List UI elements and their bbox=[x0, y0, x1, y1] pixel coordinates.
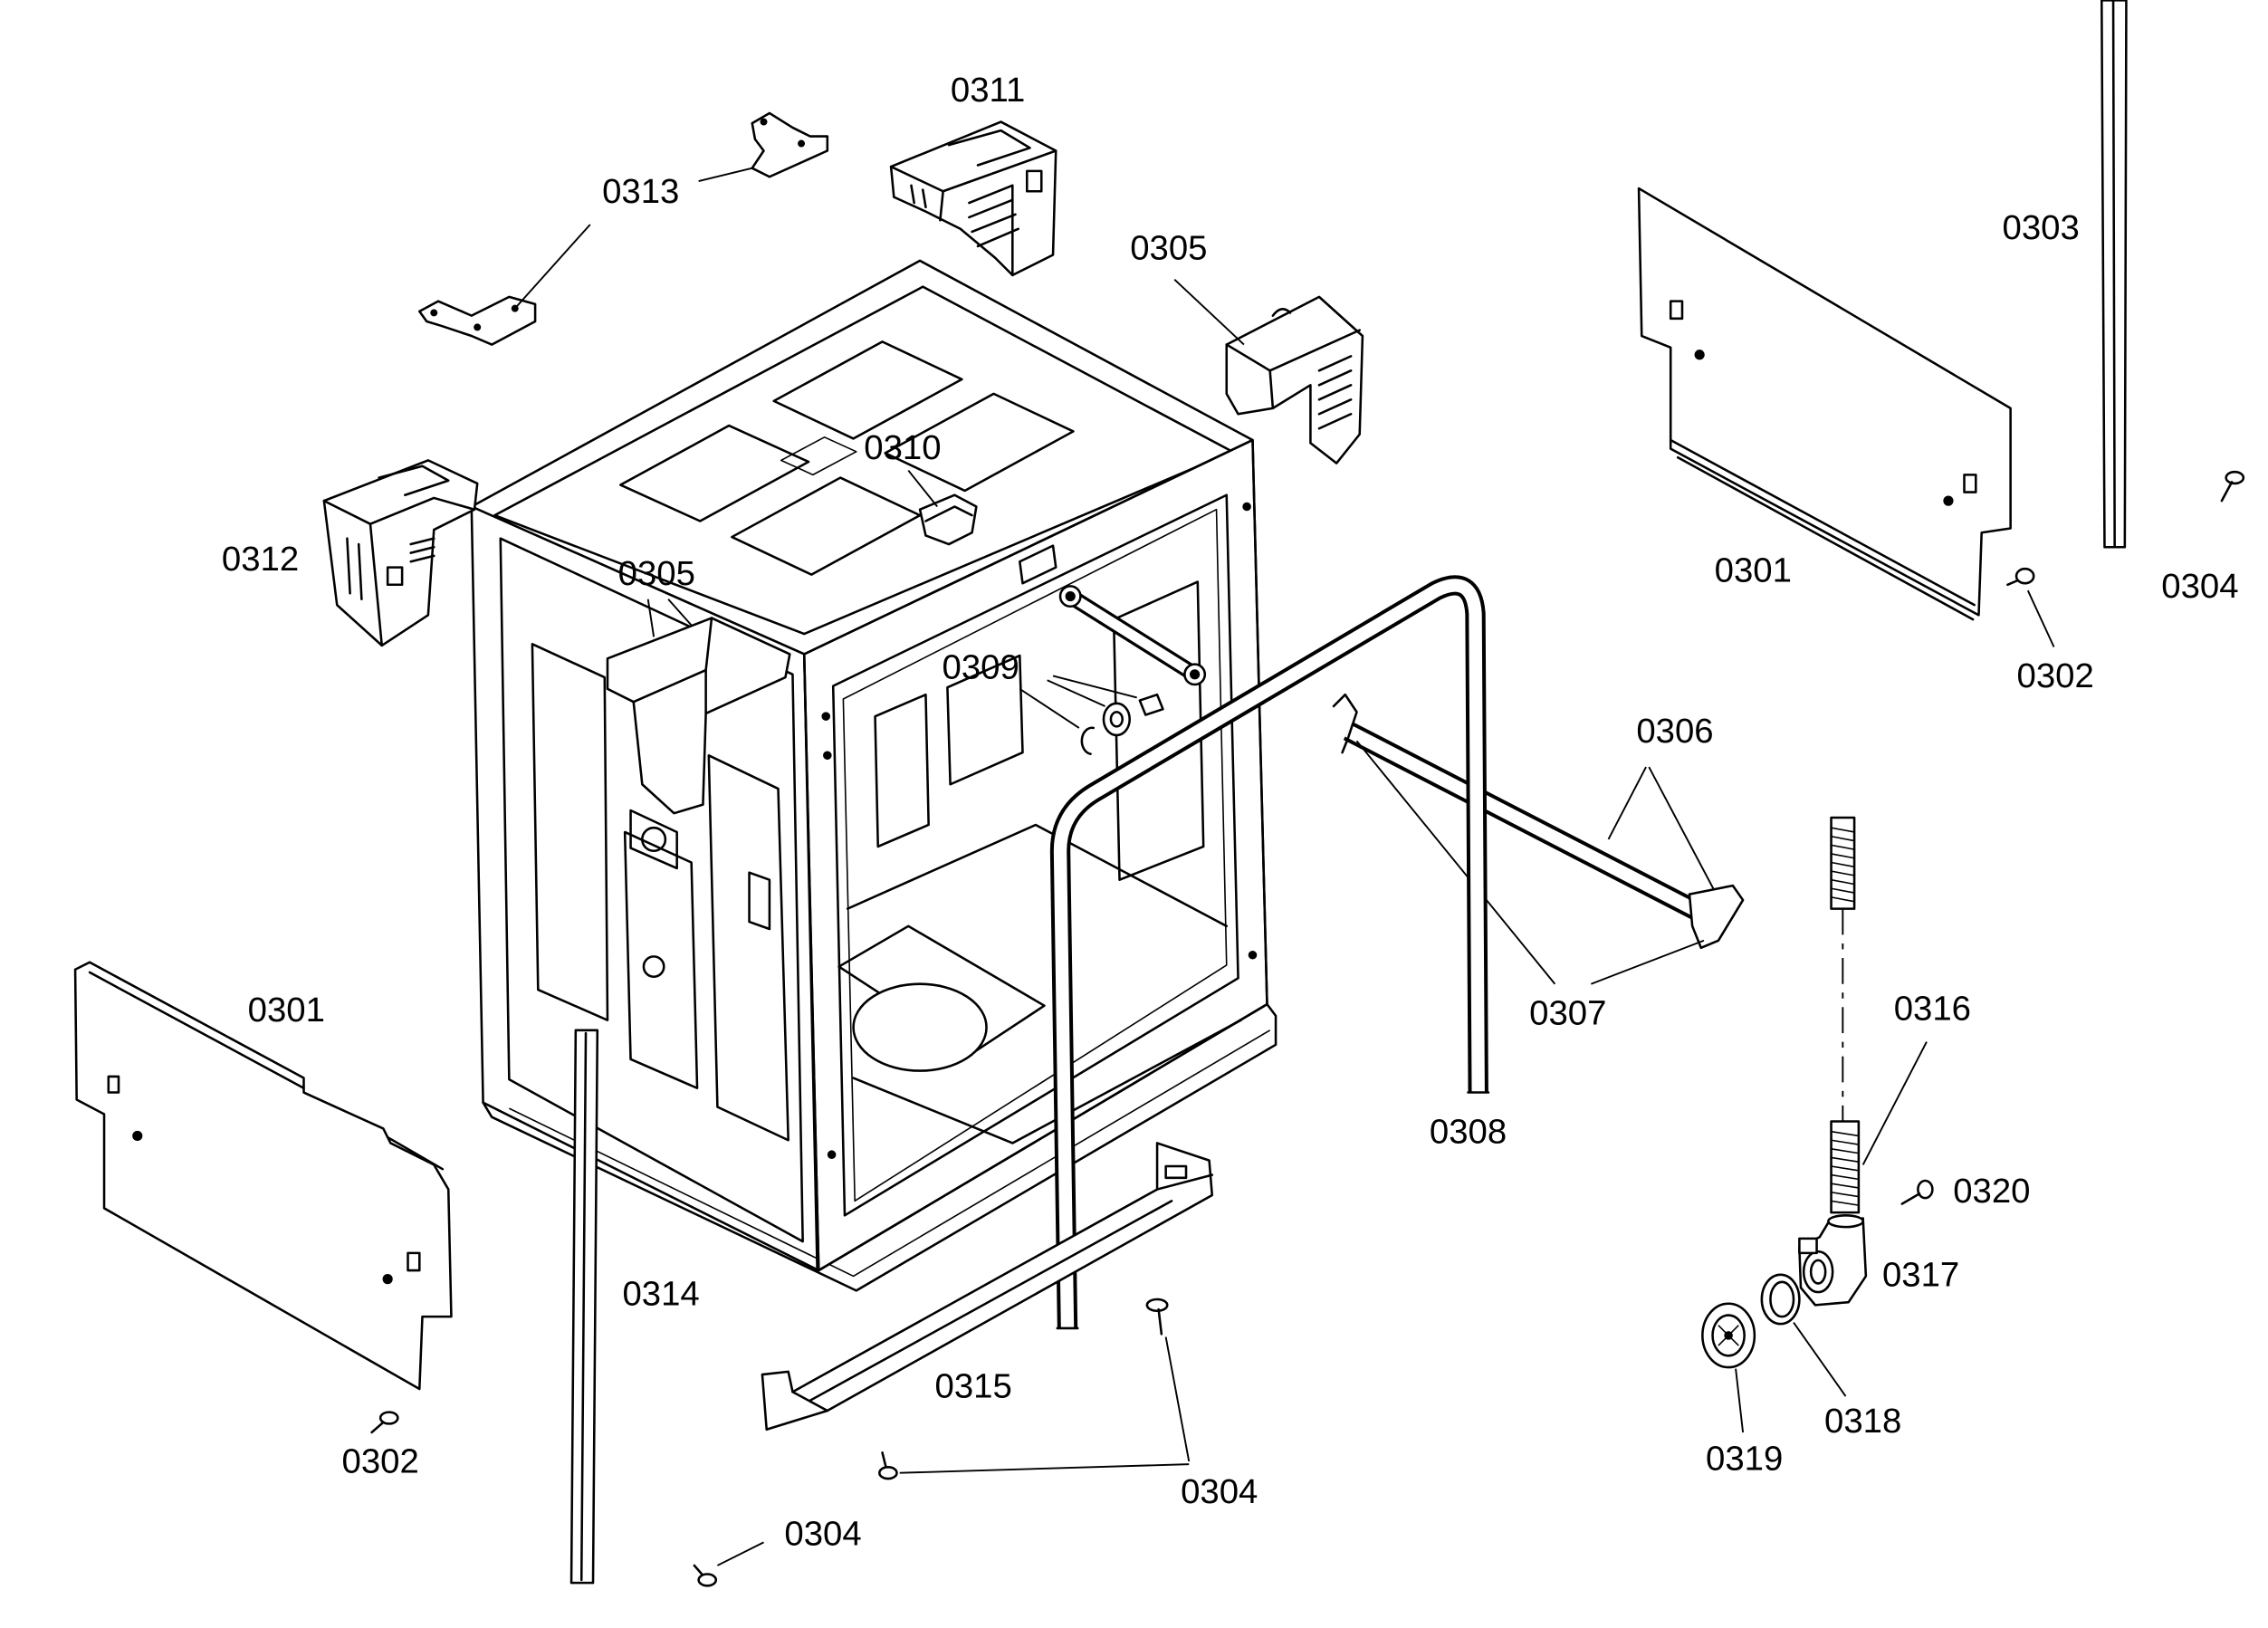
callout-label: 0304 bbox=[1181, 1472, 1258, 1511]
callout-label: 0307 bbox=[1529, 993, 1606, 1032]
part-0313 bbox=[418, 111, 829, 346]
callout-label: 0304 bbox=[2161, 567, 2238, 606]
callout-label: 0316 bbox=[1894, 990, 1971, 1029]
part-0320-screw bbox=[1900, 1179, 1934, 1205]
part-0317-elbow bbox=[1798, 1214, 1868, 1307]
part-0309 bbox=[1019, 675, 1164, 755]
callout-label: 0312 bbox=[222, 540, 299, 579]
part-0315-rail bbox=[761, 1142, 1214, 1432]
callout-label: 0314 bbox=[622, 1274, 699, 1313]
part-0312 bbox=[322, 459, 479, 647]
part-0316-rod bbox=[1830, 816, 1928, 1214]
part-0319-disk bbox=[1701, 1302, 1756, 1433]
callout-label: 0301 bbox=[248, 991, 325, 1029]
part-0302-screw-left bbox=[370, 1411, 399, 1434]
callout-label: 0319 bbox=[1706, 1440, 1783, 1479]
part-0308-gasket bbox=[1049, 575, 1490, 1330]
part-0314-strip bbox=[569, 1029, 599, 1585]
part-0304-screw-right bbox=[2220, 470, 2245, 503]
part-0304-screw-c bbox=[693, 1541, 764, 1587]
callout-label: 0302 bbox=[342, 1442, 419, 1481]
hinge-plate bbox=[1058, 585, 1207, 686]
part-0301-right bbox=[1637, 187, 2012, 621]
part-0304-screw-b bbox=[878, 1336, 1191, 1480]
callout-label: 0308 bbox=[1430, 1112, 1507, 1151]
callout-label: 0311 bbox=[951, 71, 1025, 110]
callout-label: 0303 bbox=[2003, 208, 2080, 247]
part-0303 bbox=[2101, 0, 2128, 549]
callout-label: 0318 bbox=[1824, 1402, 1901, 1441]
callout-label: 0301 bbox=[1715, 551, 1792, 590]
callout-label: 0310 bbox=[864, 428, 941, 467]
callout-label: 0317 bbox=[1882, 1256, 1959, 1295]
part-0305-top bbox=[1173, 278, 1364, 464]
callout-label: 0306 bbox=[1636, 712, 1713, 751]
callout-label: 0305 bbox=[618, 554, 695, 593]
callout-label: 0305 bbox=[1130, 228, 1207, 267]
part-0306-bar bbox=[1332, 693, 1745, 985]
part-0305-mid bbox=[606, 599, 791, 815]
part-0310 bbox=[907, 469, 978, 546]
part-0301-left bbox=[73, 961, 453, 1391]
callout-label: 0309 bbox=[943, 648, 1019, 687]
part-0302-screw-right bbox=[2006, 567, 2055, 647]
part-0311 bbox=[889, 120, 1057, 277]
callout-label: 0315 bbox=[935, 1367, 1012, 1406]
callout-label: 0304 bbox=[784, 1515, 861, 1554]
part-0304-screw-a bbox=[1145, 1298, 1169, 1336]
callout-label: 0302 bbox=[2017, 656, 2094, 695]
callout-label: 0313 bbox=[602, 172, 679, 211]
callout-label: 0320 bbox=[1953, 1172, 2030, 1211]
part-0318-ring bbox=[1760, 1273, 1847, 1397]
callout-labels: 0311 0313 0305 0303 0310 0312 0305 0301 … bbox=[222, 71, 2239, 1553]
